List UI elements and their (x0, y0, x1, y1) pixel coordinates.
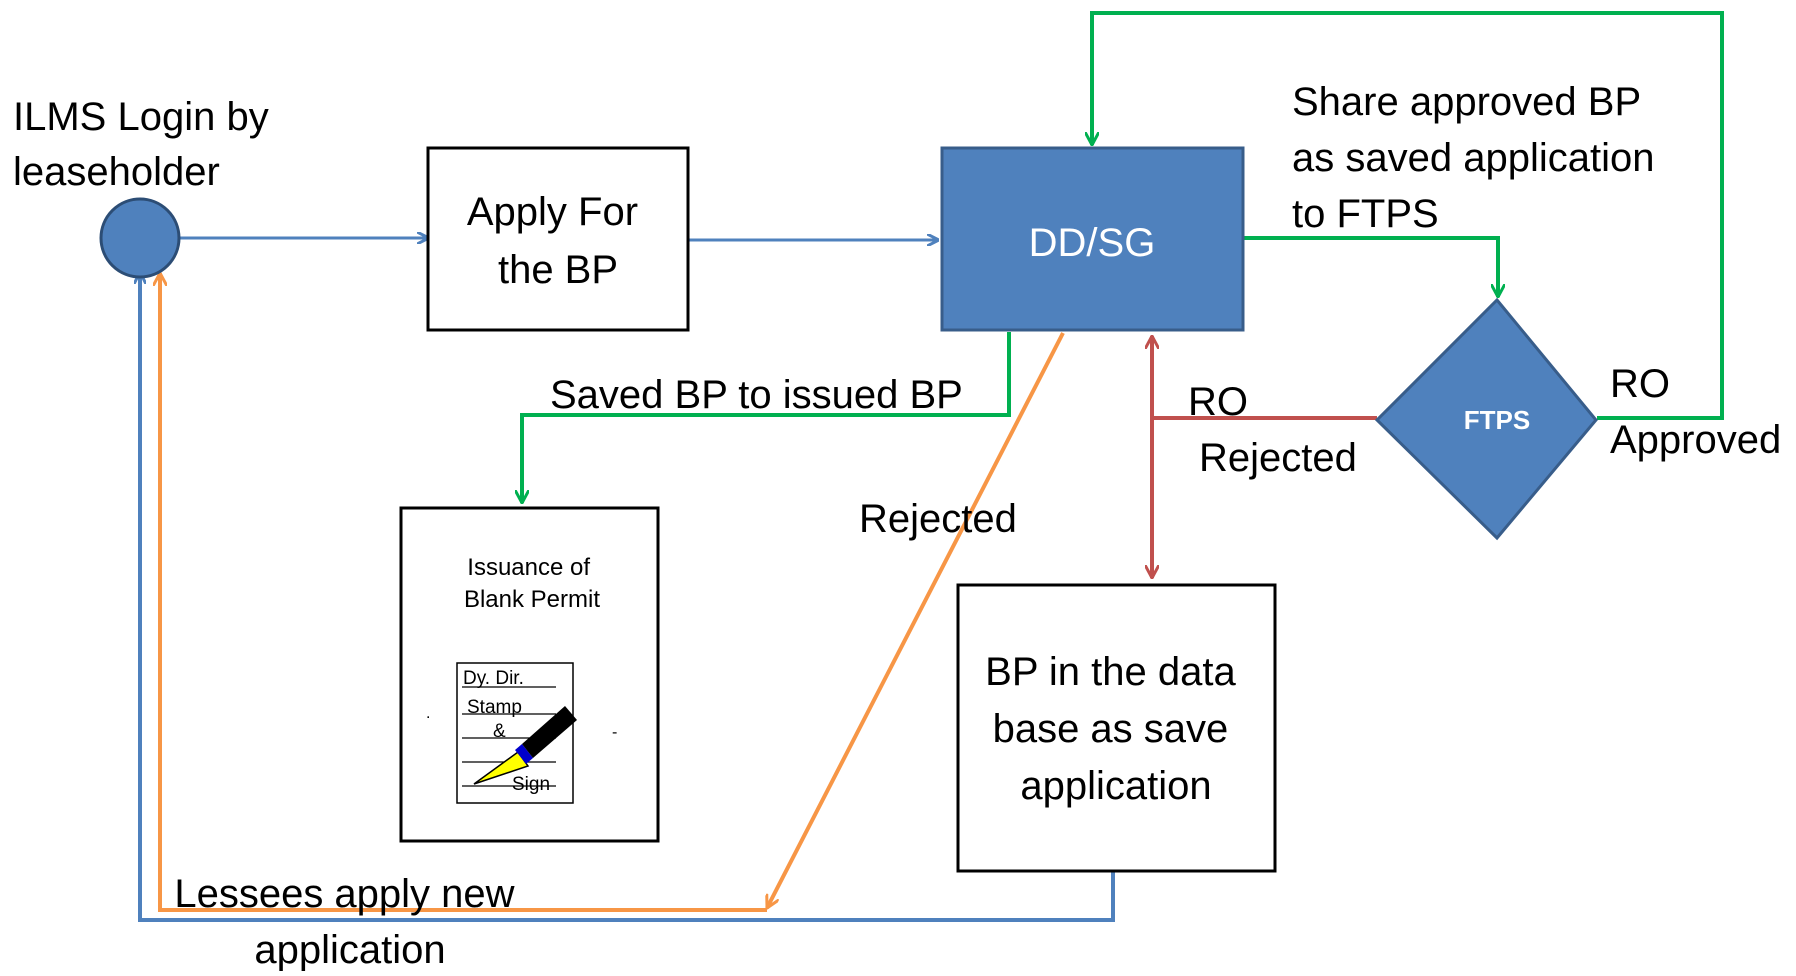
apply-node (426, 146, 690, 332)
edge-ftps-approved-loop (1092, 11, 1724, 420)
stamp-line-1: Dy. Dir. (463, 668, 524, 689)
rejected-label: Rejected (859, 497, 1017, 541)
pen-icon (473, 706, 577, 785)
apply-label: Apply For the BP (467, 190, 649, 292)
ro-rejected-label: RO Rejected (1188, 380, 1357, 480)
share-label: Share approved BP as saved application t… (1292, 80, 1666, 236)
database-node (956, 583, 1277, 873)
edge-database-to-start (140, 273, 1115, 922)
stamp-line-3: & (493, 721, 506, 742)
issuance-title: Issuance of Blank Permit (464, 554, 600, 613)
edge-ddsg-to-ftps (1243, 236, 1498, 297)
ftps-node (1374, 297, 1598, 541)
database-label: BP in the data base as save application (985, 650, 1247, 808)
edge-rejected-return (160, 273, 767, 912)
stamp-illustration: Dy. Dir. Stamp & Sign . - (426, 662, 617, 804)
stamp-line-2: Stamp (467, 697, 522, 718)
edge-rejected (765, 332, 1065, 908)
start-node (99, 197, 181, 279)
ro-approved-label: RO Approved (1610, 362, 1781, 462)
new-application-label: Lessees apply new application (174, 872, 525, 971)
start-label: ILMS Login by leaseholder (13, 95, 280, 194)
ddsg-node (940, 146, 1245, 332)
ftps-label: FTPS (1464, 405, 1530, 435)
svg-text:.: . (426, 705, 430, 722)
edge-ddsg-to-issuance (522, 332, 1011, 503)
svg-text:-: - (612, 724, 617, 741)
saved-to-issued-label: Saved BP to issued BP (550, 373, 963, 417)
stamp-line-4: Sign (512, 774, 550, 795)
ddsg-label: DD/SG (1029, 221, 1156, 265)
